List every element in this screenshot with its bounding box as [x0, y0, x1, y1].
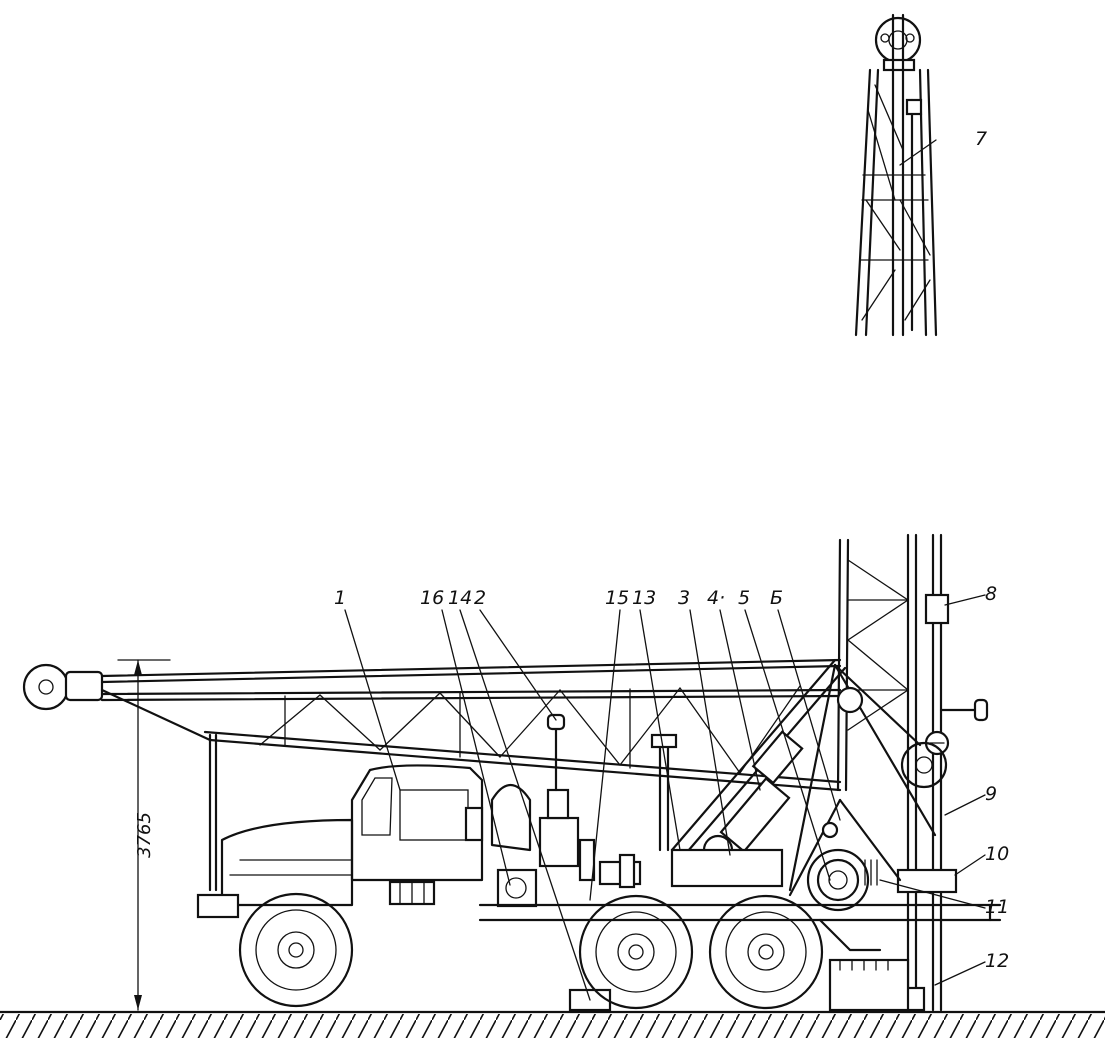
rear-support — [568, 958, 910, 1012]
height-dimension-label: 3765 — [134, 812, 155, 858]
rear-mast — [836, 533, 989, 1012]
drum-icon — [806, 848, 870, 912]
callout-14: 14 — [448, 587, 472, 609]
callout-2: 2 — [474, 587, 486, 609]
callout-11: 11 — [985, 896, 1009, 918]
rear-wheel-icon — [708, 894, 824, 1010]
wheels — [238, 892, 824, 1010]
chassis-frame — [478, 903, 1002, 952]
callout-3: 3 — [678, 587, 690, 609]
mast-top-section — [854, 13, 938, 337]
truck-cab — [196, 764, 484, 919]
front-wheel-icon — [238, 892, 354, 1008]
callout-13: 13 — [632, 587, 656, 609]
leader-lines — [344, 139, 986, 1001]
callout-7: 7 — [975, 128, 987, 150]
callout-9: 9 — [985, 783, 997, 805]
callout-12: 12 — [985, 950, 1009, 972]
winch-drum — [670, 834, 878, 912]
callouts: 7 1 16 14 2 15 13 3 4· 5 Б 8 9 10 11 12 — [334, 128, 1009, 972]
transmission-group — [490, 713, 678, 908]
mast-struts — [670, 658, 937, 897]
callout-10: 10 — [985, 843, 1009, 865]
callout-16: 16 — [420, 587, 444, 609]
callout-6: Б — [770, 587, 783, 609]
height-dimension — [117, 659, 171, 1011]
ground — [0, 1010, 1105, 1038]
middle-wheel-icon — [578, 894, 694, 1010]
callout-8: 8 — [985, 583, 997, 605]
callout-1: 1 — [334, 587, 346, 609]
callout-5: 5 — [738, 587, 750, 609]
callout-4: 4· — [707, 587, 725, 609]
boom-sheave-icon — [22, 663, 70, 711]
callout-15: 15 — [605, 587, 629, 609]
